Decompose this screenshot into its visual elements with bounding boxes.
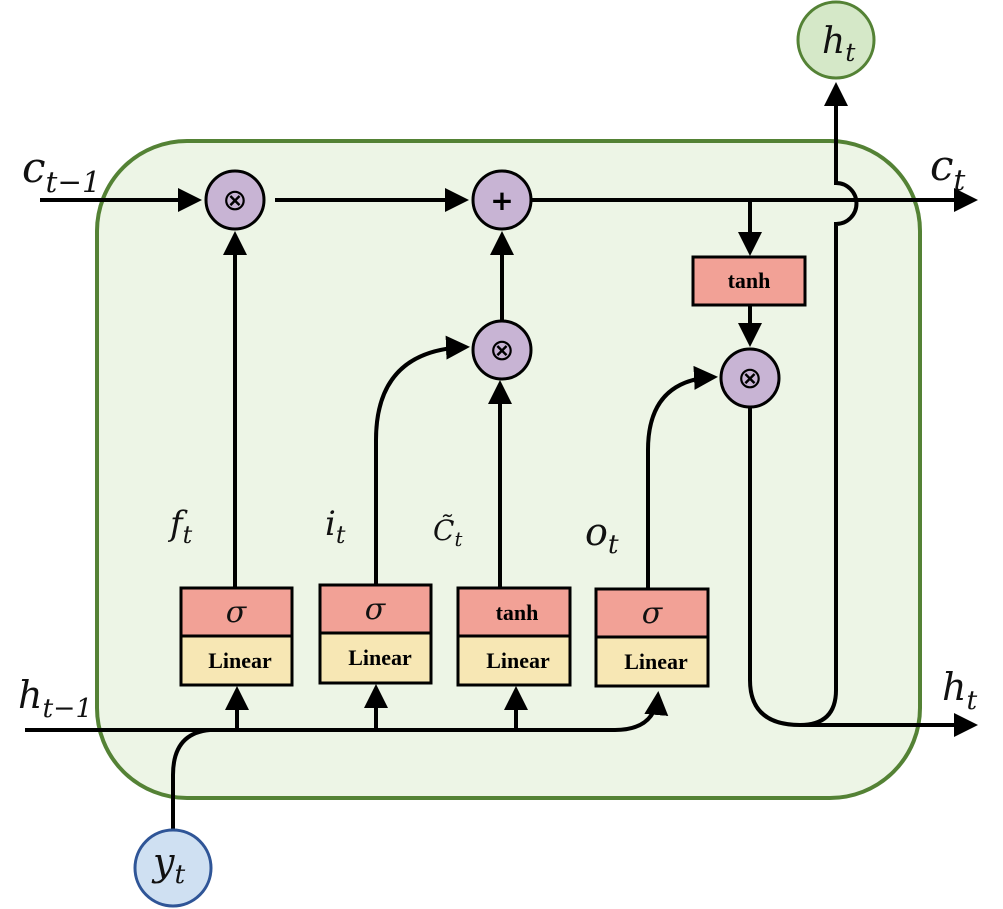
label-i-t: it	[325, 504, 346, 549]
output-gate-arrow	[646, 365, 718, 589]
hidden-output-line	[799, 82, 859, 727]
svg-text:yt: yt	[151, 840, 185, 890]
cell-tanh-box	[691, 255, 807, 307]
gate-activation: σ	[226, 595, 248, 630]
svg-text:ht: ht	[822, 21, 856, 67]
input-gate-arrow	[374, 335, 470, 585]
cell-tanh-label: tanh	[728, 268, 771, 293]
label-h-t: ht	[942, 665, 977, 716]
label-h-prev: ht−1	[18, 673, 92, 724]
output-gate: σ Linear	[594, 587, 710, 688]
multiply-symbol: ⊗	[737, 361, 762, 396]
hidden-state-output-arrow	[748, 408, 978, 737]
multiply-symbol: ⊗	[489, 333, 514, 368]
add-symbol: +	[490, 184, 513, 217]
lstm-cell-boundary	[95, 139, 922, 800]
gate-activation: σ	[365, 592, 387, 627]
label-c-prev: ct−1	[22, 143, 101, 199]
forget-gate: σ Linear	[179, 586, 294, 687]
multiply-symbol: ⊗	[222, 183, 247, 218]
candidate-gate: tanh Linear	[456, 586, 572, 687]
forget-multiply-node: ⊗	[204, 169, 266, 231]
hidden-input-line	[25, 691, 669, 732]
label-c-t: ct	[930, 141, 966, 197]
output-multiply-node: ⊗	[719, 347, 781, 409]
input-node: yt	[133, 828, 213, 908]
gate-activation: tanh	[496, 600, 539, 625]
label-c-tilde: C̃t	[433, 514, 462, 551]
input-multiply-node: ⊗	[471, 319, 533, 381]
gate-linear: Linear	[348, 645, 412, 670]
gate-linear: Linear	[624, 649, 688, 674]
gate-linear: Linear	[486, 648, 550, 673]
label-o-t: ot	[585, 510, 619, 560]
gate-linear: Linear	[208, 648, 272, 673]
gate-activation: σ	[642, 596, 664, 631]
hidden-output-node: ht	[796, 0, 876, 80]
add-node: +	[471, 169, 533, 231]
input-join-line	[171, 728, 211, 830]
input-gate: σ Linear	[318, 583, 433, 685]
